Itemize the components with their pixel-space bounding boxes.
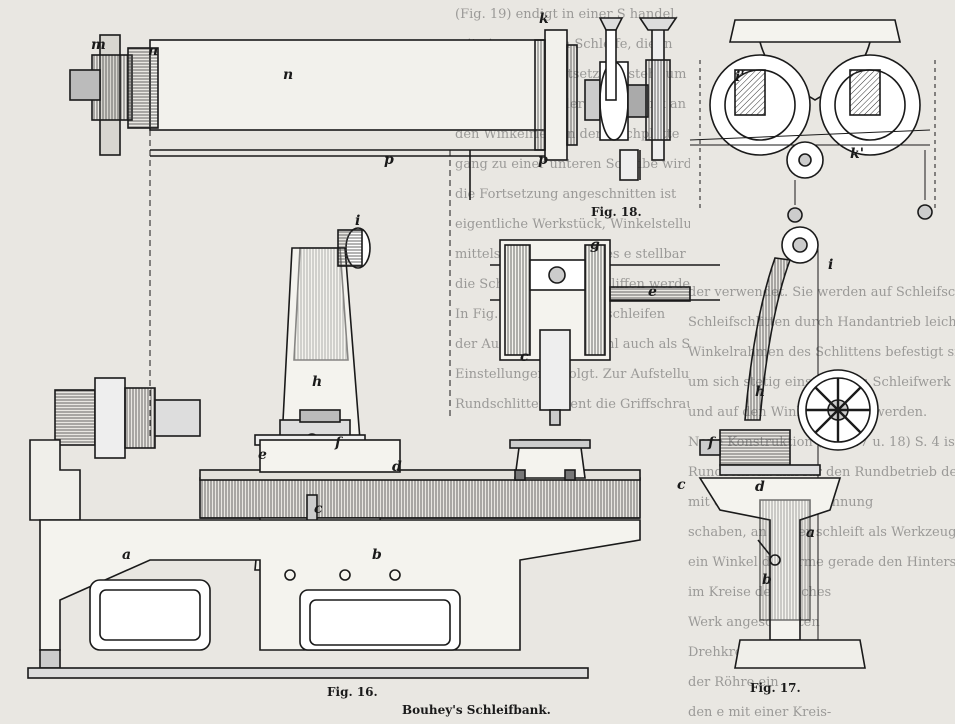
caption-fig17: Fig. 17. xyxy=(750,681,801,695)
label-a: a xyxy=(122,547,132,563)
label-p-left: p xyxy=(384,152,394,168)
label-m: m xyxy=(91,37,106,53)
label-b-fig17: b xyxy=(762,572,772,588)
label-c: c xyxy=(314,501,323,517)
show-through-right-line: schaben, an dieser schleift als Werkzeug xyxy=(688,525,955,540)
label-h-fig17: h xyxy=(755,384,766,400)
label-b: b xyxy=(372,547,382,563)
label-c-fig18: c xyxy=(520,349,529,365)
caption-title: Bouhey's Schleifbank. xyxy=(402,703,551,717)
fig18-drawing xyxy=(490,19,936,426)
label-k-prime: k' xyxy=(850,146,864,162)
show-through-right-line: der verwendet. Sie werden auf Schleifsch… xyxy=(688,285,955,300)
label-p-right: p xyxy=(538,152,548,168)
label-e: e xyxy=(258,447,267,463)
label-h: h xyxy=(312,374,323,390)
show-through-left-line: Einstellungen erfolgt. Zur Aufstellung d… xyxy=(455,367,690,382)
label-i: i xyxy=(355,213,361,229)
fig17-drawing xyxy=(698,226,879,669)
label-n: n xyxy=(148,43,159,59)
label-e-fig18: e xyxy=(648,284,657,300)
label-f: f xyxy=(335,435,342,451)
label-k: k xyxy=(539,11,549,27)
label-i-fig17: i xyxy=(828,257,834,273)
show-through-right-line: Schleifschlitten durch Handantrieb leich… xyxy=(688,315,955,330)
label-f-fig17: f xyxy=(708,435,715,451)
show-through-left-line: Rundschlittens dient die Griffschraube, … xyxy=(455,397,690,412)
show-through-left-line: die Fortsetzung angeschnitten ist xyxy=(455,187,677,202)
label-c-fig17: c xyxy=(677,477,686,493)
caption-fig16: Fig. 16. xyxy=(327,685,378,699)
label-d: d xyxy=(392,459,402,475)
show-through-left-line: eigentliche Werkstück, Winkelstellung xyxy=(455,217,690,232)
show-through-right-line: den e mit einer Kreis- xyxy=(688,705,832,720)
caption-fig18: Fig. 18. xyxy=(591,205,642,219)
label-i-prime: i' xyxy=(735,69,745,85)
label-a-fig17: a xyxy=(806,525,816,541)
show-through-right-line: der Röhre ein xyxy=(688,675,779,690)
fig16-drawing xyxy=(27,17,678,679)
label-g: g xyxy=(590,237,600,253)
label-n-shaft: n xyxy=(283,67,294,83)
label-d-fig17: d xyxy=(755,479,765,495)
show-through-right-line: ein Winkel der Arme gerade den Hintersch… xyxy=(688,555,955,570)
